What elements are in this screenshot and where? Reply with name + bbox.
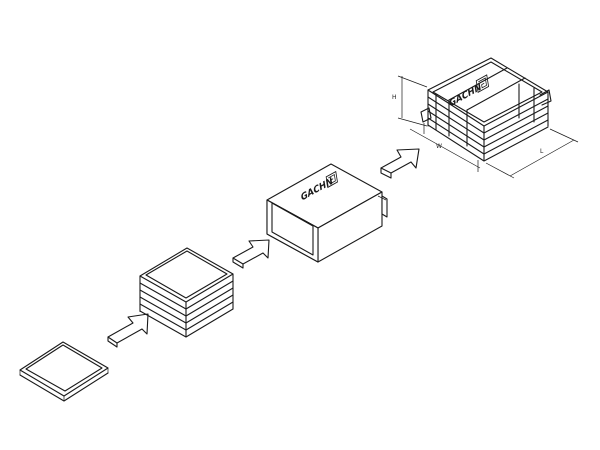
- bundle-logo-mark: [475, 74, 490, 94]
- dim-label-width: W: [436, 143, 442, 150]
- dim-label-height: H: [392, 94, 397, 101]
- dim-label-length: L: [540, 148, 544, 155]
- stacked-sheets: [139, 247, 234, 338]
- single-sheet: [19, 341, 109, 402]
- strapped-bundle: H W L GACHN: [392, 57, 579, 179]
- box-logo-mark: [325, 170, 338, 189]
- arrow-2: [232, 239, 270, 269]
- arrow-3: [380, 148, 420, 179]
- arrow-1: [107, 313, 149, 348]
- packing-box: GACHN: [266, 163, 388, 263]
